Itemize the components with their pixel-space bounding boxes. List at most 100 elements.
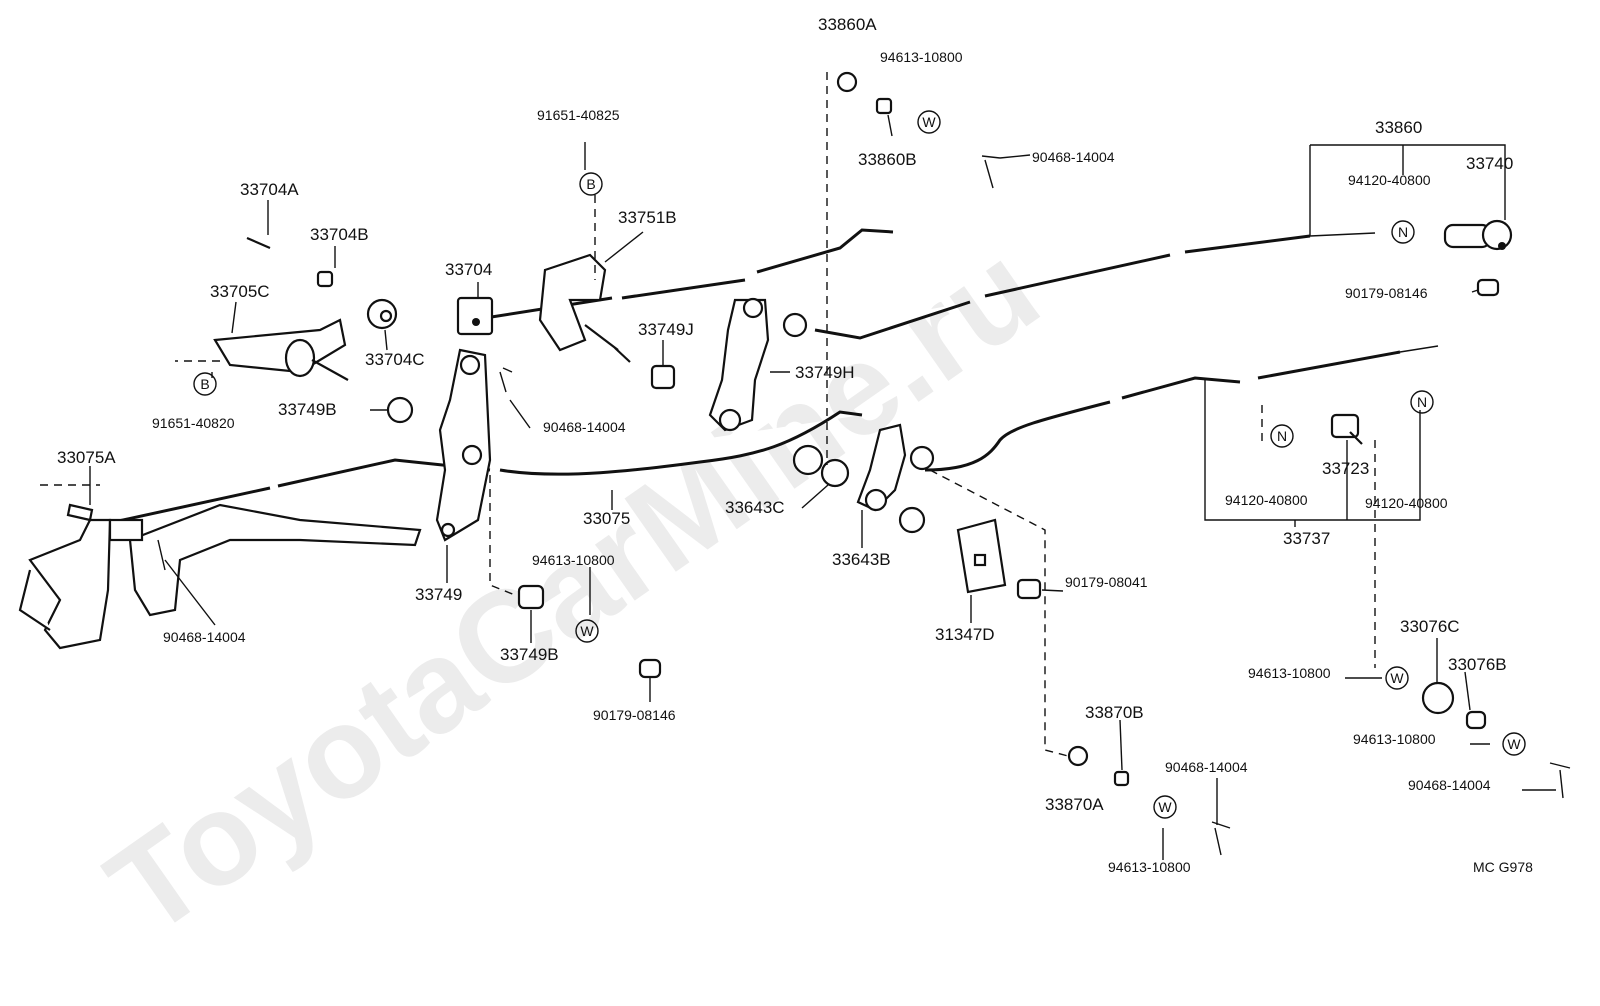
- bolt-33075A: [66, 503, 94, 522]
- cotter-pin-right: [1549, 762, 1571, 799]
- ball-joint-33723: [1330, 413, 1363, 445]
- group-bracket-33737: [1204, 380, 1421, 527]
- svg-text:W: W: [922, 114, 936, 130]
- bushing-33643C: [792, 444, 850, 488]
- lever-33749H: [708, 297, 770, 432]
- svg-text:W: W: [1390, 670, 1404, 686]
- symbol-N-mid: N: [1270, 424, 1294, 448]
- clip-31347D: [956, 518, 1007, 594]
- bracket-33751B: [538, 253, 631, 363]
- label-94613-r1: 94613-10800: [1248, 665, 1331, 681]
- label-33075A: 33075A: [57, 448, 116, 467]
- svg-text:W: W: [580, 623, 594, 639]
- leader-lines: [89, 114, 1556, 860]
- rod-end-joint: [782, 312, 808, 338]
- shift-bracket-33705C: [213, 318, 349, 381]
- bushing-33749B-b: [517, 584, 545, 610]
- label-33723: 33723: [1322, 459, 1369, 478]
- shift-rod-lower-right: [924, 345, 1439, 472]
- label-33704B: 33704B: [310, 225, 369, 244]
- svg-text:B: B: [586, 176, 595, 192]
- label-33643B: 33643B: [832, 550, 891, 569]
- label-33751B: 33751B: [618, 208, 677, 227]
- rod-end-clip: [108, 518, 144, 542]
- collar-33860B: [875, 97, 893, 115]
- symbol-W-bottom: W: [1153, 795, 1177, 819]
- bushing-33870A: [1067, 745, 1089, 767]
- symbol-B-left: B: [193, 372, 217, 396]
- bushing-33860A: [836, 71, 858, 93]
- label-33704: 33704: [445, 260, 492, 279]
- label-33076B: 33076B: [1448, 655, 1507, 674]
- ball-joint-33740: [1443, 219, 1513, 251]
- label-33737: 33737: [1283, 529, 1330, 548]
- rod-end-right: [909, 445, 935, 471]
- label-33075: 33075: [583, 509, 630, 528]
- bushing-33076C: [1421, 681, 1455, 715]
- svg-text:N: N: [1398, 224, 1408, 240]
- label-90468-b: 90468-14004: [1165, 759, 1248, 775]
- collar-33704B: [316, 270, 334, 288]
- symbol-W-right2: W: [1502, 732, 1526, 756]
- label-33740: 33740: [1466, 154, 1513, 173]
- label-90468-mid: 90468-14004: [543, 419, 626, 435]
- svg-text:B: B: [200, 376, 209, 392]
- collar-33076B: [1465, 710, 1487, 730]
- nut-90179-08146-right: [1476, 278, 1500, 297]
- bushing-33704C: [366, 298, 398, 330]
- label-33860A: 33860A: [818, 15, 877, 34]
- label-33704A: 33704A: [240, 180, 299, 199]
- bolt-33704A: [246, 236, 271, 250]
- cotter-pin-top: [981, 155, 1001, 189]
- label-33749J: 33749J: [638, 320, 694, 339]
- label-94120-b: 94120-40800: [1365, 495, 1448, 511]
- label-31347D: 31347D: [935, 625, 995, 644]
- label-94613-r2: 94613-10800: [1353, 731, 1436, 747]
- label-90179-right: 90179-08146: [1345, 285, 1428, 301]
- label-33870A: 33870A: [1045, 795, 1104, 814]
- shift-rod-33075: [99, 410, 863, 527]
- svg-text:W: W: [1158, 799, 1172, 815]
- cotter-pin-mid: [499, 367, 513, 393]
- label-94120-top: 94120-40800: [1348, 172, 1431, 188]
- svg-text:N: N: [1277, 428, 1287, 444]
- label-33749B-b: 33749B: [500, 645, 559, 664]
- label-94613-b: 94613-10800: [1108, 859, 1191, 875]
- label-33076C: 33076C: [1400, 617, 1460, 636]
- bushing-33643B-right: [898, 506, 926, 534]
- symbol-N-right: N: [1410, 390, 1434, 414]
- label-33749: 33749: [415, 585, 462, 604]
- bushing-33749J: [650, 364, 676, 390]
- nut-90179-08146-mid: [638, 658, 662, 679]
- label-91651-a: 91651-40825: [537, 107, 620, 123]
- label-33860B: 33860B: [858, 150, 917, 169]
- collar-33870B: [1113, 770, 1130, 787]
- label-33749B-a: 33749B: [278, 400, 337, 419]
- lever-33643B: [856, 423, 907, 512]
- nut-90179-08041: [1016, 578, 1042, 600]
- label-90468-left: 90468-14004: [163, 629, 246, 645]
- lower-bracket-left: [18, 503, 422, 650]
- svg-text:W: W: [1507, 736, 1521, 752]
- part-labels: 33860A 94613-10800 33860B 90468-14004 33…: [57, 15, 1533, 875]
- label-94613-top: 94613-10800: [880, 49, 963, 65]
- label-90179-08041: 90179-08041: [1065, 574, 1148, 590]
- symbol-W-mid: W: [575, 619, 599, 643]
- cotter-pin-bottom: [1211, 821, 1231, 856]
- label-90179-mid: 90179-08146: [593, 707, 676, 723]
- label-33860: 33860: [1375, 118, 1422, 137]
- label-33749H: 33749H: [795, 363, 855, 382]
- label-94613-mid: 94613-10800: [532, 552, 615, 568]
- symbol-W-right1: W: [1385, 666, 1409, 690]
- label-94120-a: 94120-40800: [1225, 492, 1308, 508]
- shift-rod-upper-right: [814, 232, 1376, 340]
- label-33705C: 33705C: [210, 282, 270, 301]
- lever-33749: [435, 348, 492, 542]
- label-33643C: 33643C: [725, 498, 785, 517]
- symbol-N-top: N: [1391, 220, 1415, 244]
- cotter-pin-left: [157, 539, 166, 571]
- symbol-B-top: B: [579, 172, 603, 196]
- group-bracket-33860: [1309, 144, 1506, 236]
